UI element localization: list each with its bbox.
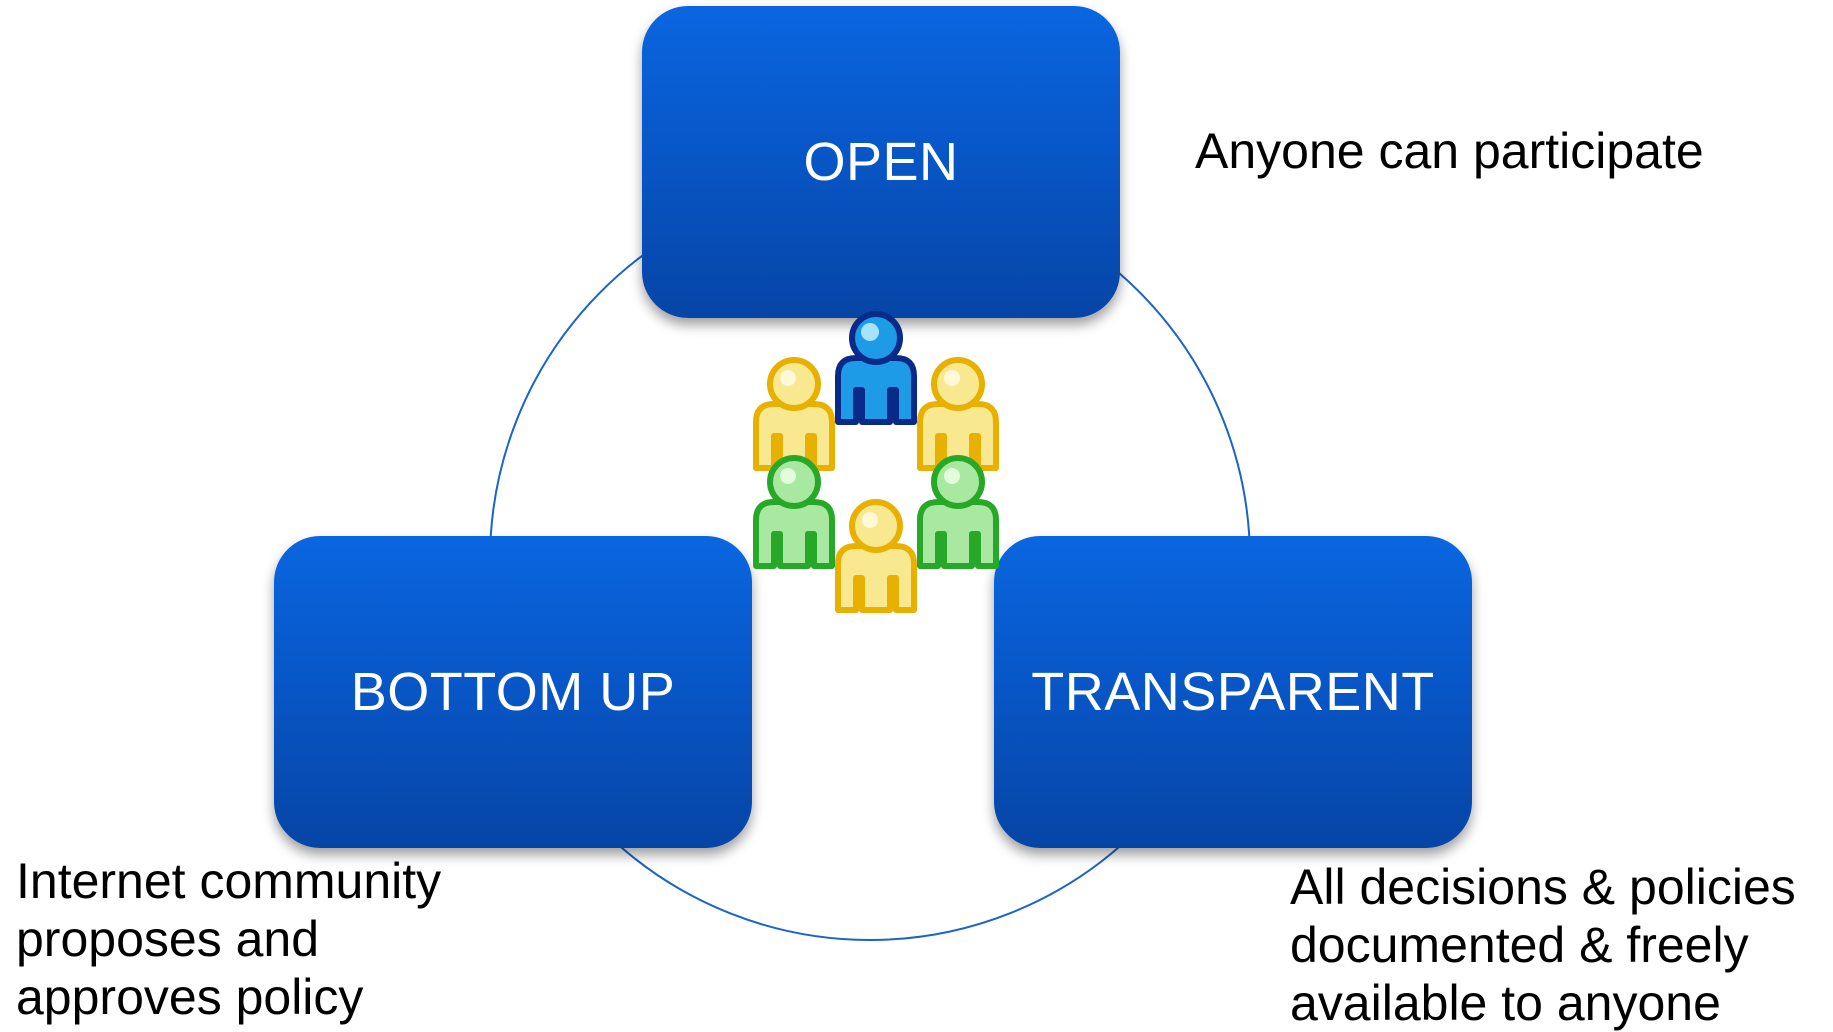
person-blue-icon: [838, 314, 914, 422]
node-bottom-up-label: BOTTOM UP: [350, 662, 676, 722]
node-open: OPEN: [642, 6, 1120, 318]
person-green-icon: [920, 458, 996, 566]
caption-open-text: Anyone can participate: [1195, 123, 1704, 179]
caption-transparent-line: All decisions & policies: [1290, 859, 1796, 915]
node-transparent: TRANSPARENT: [994, 536, 1472, 848]
caption-open: Anyone can participate: [1195, 122, 1704, 180]
caption-transparent-line: documented & freely: [1290, 917, 1749, 973]
person-yellow-icon: [756, 360, 832, 468]
people-group-svg: [736, 316, 1016, 632]
caption-bottom-up-line: proposes and: [16, 911, 320, 967]
person-green-icon: [756, 458, 832, 566]
person-yellow-icon: [920, 360, 996, 468]
person-yellow-icon: [838, 502, 914, 610]
caption-transparent: All decisions & policies documented & fr…: [1290, 858, 1796, 1032]
people-group-icon: [736, 316, 1016, 632]
node-bottom-up: BOTTOM UP: [274, 536, 752, 848]
caption-bottom-up-line: Internet community: [16, 853, 442, 909]
node-transparent-label: TRANSPARENT: [1031, 662, 1435, 722]
node-open-label: OPEN: [803, 132, 959, 192]
caption-transparent-line: available to anyone: [1290, 975, 1721, 1031]
caption-bottom-up-line: approves policy: [16, 969, 364, 1025]
caption-bottom-up: Internet community proposes and approves…: [16, 852, 441, 1026]
